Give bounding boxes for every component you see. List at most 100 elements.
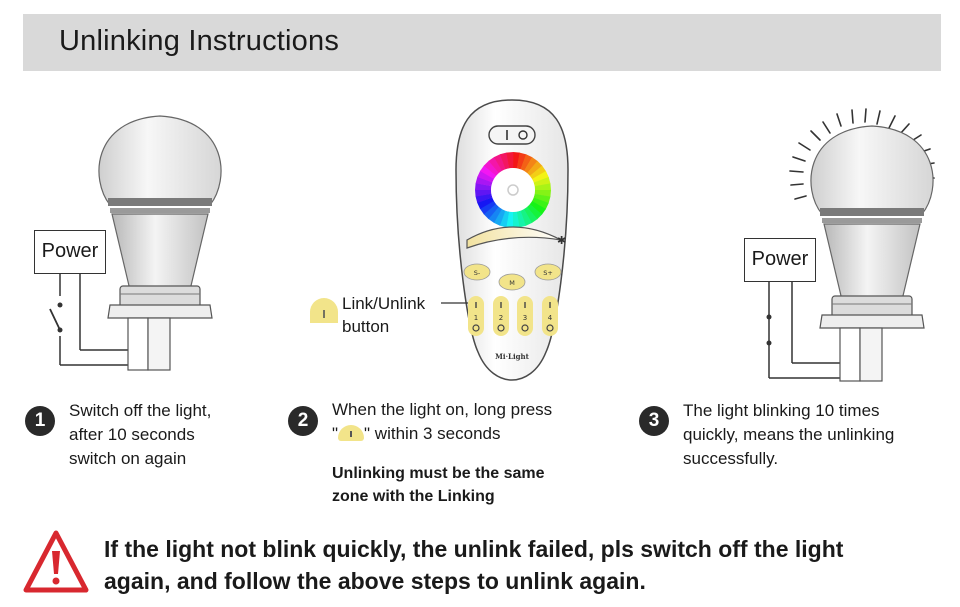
- power-box: Power: [34, 230, 106, 274]
- zone-button-4: [542, 296, 558, 336]
- color-wheel-segment: [533, 177, 551, 187]
- color-wheel-segment: [479, 200, 497, 215]
- callout-line-1: Link/Unlink: [342, 294, 426, 313]
- switch-contact: [57, 302, 63, 308]
- color-wheel-segment: [499, 210, 510, 228]
- step-1-line: Switch off the light,: [69, 401, 212, 420]
- step-2-line: When the light on, long press: [332, 400, 553, 419]
- warning-message: If the light not blink quickly, the unli…: [104, 533, 843, 597]
- color-wheel-dot: [507, 184, 519, 196]
- color-wheel-segment: [506, 211, 513, 228]
- callout-line-2: button: [342, 317, 390, 336]
- brightness-slider: [466, 226, 562, 249]
- step-2-text: When the light on, long press " " within …: [332, 398, 552, 446]
- zone-off-icon: [546, 324, 554, 332]
- switch-gap: [55, 296, 65, 336]
- color-wheel-segment: [483, 203, 499, 220]
- zone-number-label: 1: [474, 314, 478, 322]
- link-unlink-button-icon: [338, 425, 365, 441]
- color-wheel-segment: [516, 152, 527, 170]
- step-3-line: quickly, means the unlinking: [683, 425, 895, 444]
- color-wheel-segment: [523, 206, 538, 224]
- power-box: Power: [744, 238, 816, 282]
- remote-power-toggle: [488, 125, 536, 145]
- color-wheel-icon: [475, 152, 551, 228]
- color-wheel-segment: [513, 152, 520, 169]
- step-1-text: Switch off the light, after 10 seconds s…: [69, 399, 211, 471]
- warning-triangle-icon: [23, 530, 89, 593]
- speed-up-button: [534, 263, 562, 281]
- remote-brand: Mi·Light: [495, 352, 529, 361]
- step-3-line: successfully.: [683, 449, 779, 468]
- color-wheel-segment: [475, 189, 492, 197]
- speed-down-button: [463, 263, 491, 281]
- zone-note: Unlinking must be the same zone with the…: [332, 462, 544, 508]
- step-1-line: switch on again: [69, 449, 187, 468]
- color-wheel-segment: [475, 176, 493, 187]
- color-wheel-segment: [475, 183, 492, 190]
- zone-off-icon: [472, 324, 480, 332]
- color-wheel-segment: [529, 165, 547, 180]
- remote-button-label: M: [509, 279, 515, 287]
- switch-lever-icon: [49, 308, 61, 331]
- bulb-off-icon: [49, 115, 222, 371]
- zone-number-label: 3: [523, 314, 527, 322]
- color-wheel-segment: [527, 160, 543, 177]
- page-title: Unlinking Instructions: [59, 25, 340, 57]
- zone-button-2: [493, 296, 509, 336]
- color-wheel-segment: [529, 201, 546, 215]
- zone-button-1: [468, 296, 484, 336]
- color-wheel-segment: [516, 210, 526, 228]
- color-wheel-segment: [524, 157, 538, 174]
- step-2-line2-text: " within 3 seconds: [364, 424, 501, 443]
- link-unlink-label: Link/Unlink button: [342, 292, 425, 338]
- header-bar: Unlinking Instructions: [23, 14, 941, 71]
- color-wheel-segment: [506, 152, 514, 169]
- warning-line: again, and follow the above steps to unl…: [104, 568, 646, 594]
- warning-line: If the light not blink quickly, the unli…: [104, 536, 844, 562]
- zone-off-icon: [521, 324, 529, 332]
- step-3-badge: 3: [639, 406, 669, 436]
- color-wheel-segment: [477, 170, 495, 183]
- zone-number-label: 2: [499, 314, 503, 322]
- color-wheel-segment: [500, 152, 510, 170]
- quote-open: ": [332, 424, 339, 443]
- color-wheel-segment: [532, 171, 549, 183]
- zone-note-line: Unlinking must be the same: [332, 465, 545, 482]
- color-wheel-segment: [520, 209, 532, 226]
- remote-button-label: S-: [474, 269, 481, 277]
- brightness-sun-icon: ✱: [557, 234, 566, 247]
- color-wheel-segment: [475, 193, 493, 203]
- color-wheel-segment: [512, 211, 520, 228]
- step-3-line: The light blinking 10 times: [683, 401, 880, 420]
- step-3-text: The light blinking 10 times quickly, mea…: [683, 399, 894, 471]
- mode-button: [498, 273, 526, 291]
- zone-off-icon: [497, 324, 505, 332]
- color-wheel-segment: [480, 165, 497, 179]
- color-wheel-segment: [494, 154, 506, 171]
- zone-note-line: zone with the Linking: [332, 488, 495, 505]
- bulb-blinking-icon: [766, 108, 935, 382]
- color-wheel-segment: [533, 193, 551, 204]
- color-wheel-segment: [493, 208, 506, 226]
- color-wheel-segment: [531, 197, 549, 210]
- remote-control: ✱ 1 2 3 4 S- M S+ Mi·Light: [310, 99, 569, 381]
- zone-buttons: 1 2 3 4 S- M S+: [468, 269, 558, 336]
- color-wheel-segment: [520, 154, 533, 172]
- color-wheel-segment: [534, 183, 551, 191]
- color-wheel-segment: [483, 160, 500, 176]
- remote-button-label: S+: [543, 269, 553, 277]
- color-wheel-segment: [534, 190, 551, 197]
- color-wheel-center: [491, 168, 535, 212]
- color-wheel-segment: [477, 197, 494, 209]
- color-wheel-segment: [488, 156, 503, 174]
- color-wheel-segment: [526, 204, 543, 220]
- zone-number-label: 4: [548, 314, 553, 322]
- zone-button-3: [517, 296, 533, 336]
- color-wheel-segment: [488, 206, 502, 223]
- step-2-line: " " within 3 seconds: [332, 422, 552, 446]
- step-1-badge: 1: [25, 406, 55, 436]
- step-2-badge: 2: [288, 406, 318, 436]
- step-1-line: after 10 seconds: [69, 425, 195, 444]
